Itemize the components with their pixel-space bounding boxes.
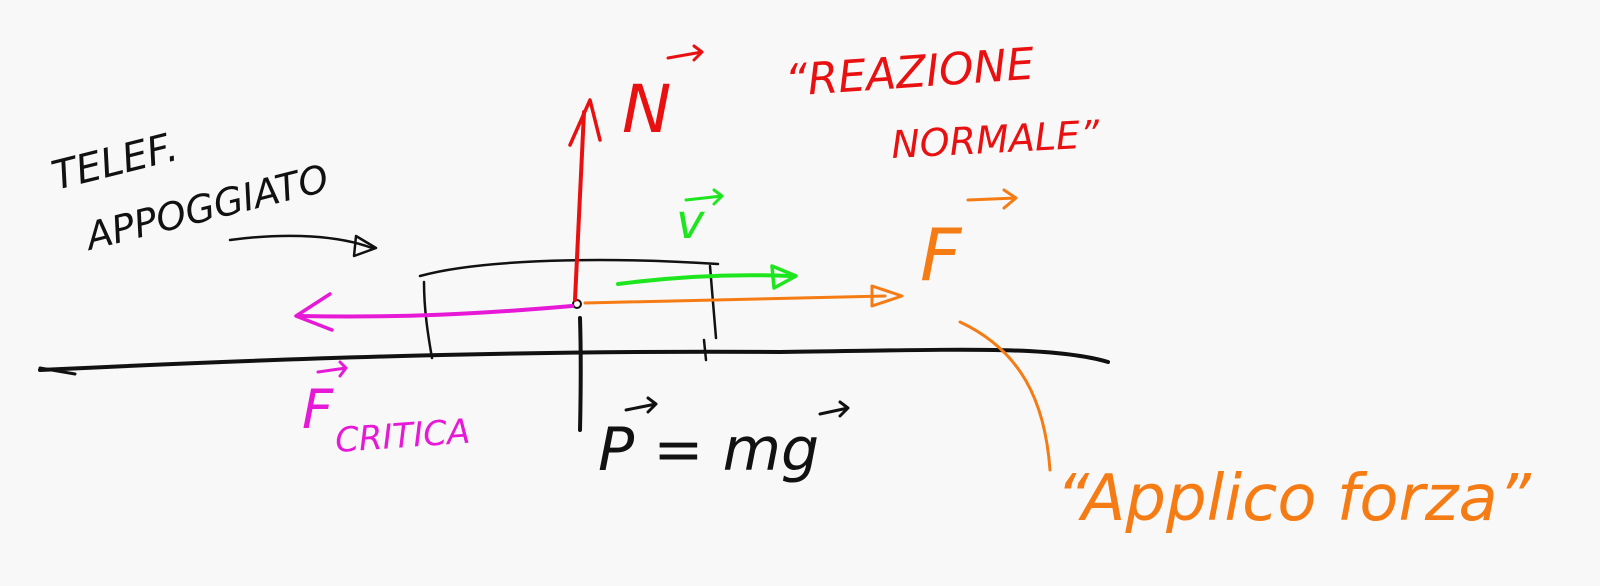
friction-vector-mark bbox=[316, 360, 348, 378]
applied-force-caption: “Applico forza” bbox=[1056, 462, 1532, 536]
applied-force-arrowhead bbox=[870, 284, 904, 308]
phone-note-pointer-arrow bbox=[228, 234, 374, 250]
phone-box-right-side bbox=[708, 264, 718, 340]
gravity-vector-mark bbox=[818, 400, 850, 418]
applied-force-leader-line bbox=[958, 320, 1052, 472]
force-symbol: F bbox=[920, 213, 963, 297]
friction-arrowhead bbox=[294, 292, 334, 332]
phone-box-right-foot bbox=[702, 338, 708, 362]
normal-vector-mark bbox=[666, 44, 704, 62]
normal-symbol: N bbox=[622, 71, 671, 148]
velocity-symbol: v bbox=[676, 194, 705, 250]
weight-vector-mark bbox=[624, 396, 658, 414]
force-vector-mark bbox=[966, 188, 1018, 210]
weight-arrow bbox=[578, 316, 583, 432]
applied-force-arrow bbox=[583, 294, 887, 305]
normal-force-arrowhead bbox=[568, 98, 602, 147]
friction-arrow bbox=[298, 304, 574, 319]
phone-note-pointer-arrowhead bbox=[352, 234, 378, 258]
normal-force-arrow bbox=[573, 110, 586, 302]
ground-line bbox=[38, 347, 1110, 372]
phone-note-line1: TELEF. bbox=[47, 124, 182, 200]
velocity-arrowhead bbox=[770, 264, 798, 290]
velocity-vector-mark bbox=[684, 188, 724, 206]
friction-subscript: CRITICA bbox=[334, 412, 472, 461]
normal-caption-line2: NORMALE” bbox=[890, 112, 1101, 167]
velocity-arrow bbox=[616, 273, 792, 286]
phone-box-left-side bbox=[422, 280, 434, 360]
weight-equation: P = mg bbox=[598, 415, 819, 485]
normal-caption-line1: “REAZIONE bbox=[783, 39, 1036, 107]
ground-line-tick bbox=[38, 366, 77, 376]
phone-box bbox=[418, 258, 720, 278]
friction-symbol: F bbox=[302, 378, 334, 441]
